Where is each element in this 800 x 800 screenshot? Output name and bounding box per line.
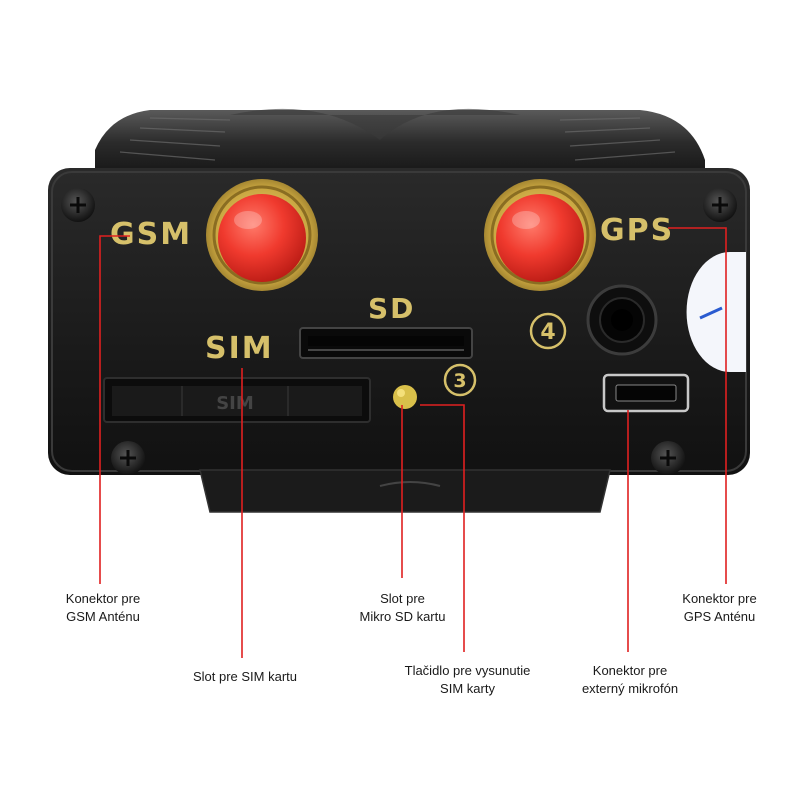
marker-4-icon: 4: [529, 312, 567, 350]
microphone-jack[interactable]: [586, 284, 658, 356]
callout-mic: Konektor pre externý mikrofón: [581, 663, 679, 696]
gps-label: GPS: [600, 213, 674, 248]
micro-sd-slot[interactable]: [299, 327, 473, 359]
svg-text:4: 4: [540, 320, 555, 345]
sd-label: SD: [368, 292, 415, 325]
housing-top: [95, 108, 705, 175]
callout-sd: Slot pre Mikro SD kartu: [359, 591, 446, 624]
leader-eject: [420, 404, 465, 652]
callout-eject: Tlačidlo pre vysunutie SIM karty: [404, 663, 531, 696]
callout-sim: Slot pre SIM kartu: [192, 669, 298, 684]
screw-icon: [703, 188, 737, 222]
marker-3-icon: 3: [443, 363, 477, 397]
leader-lines: [99, 227, 727, 658]
leader-gps: [668, 227, 727, 584]
sim-label: SIM: [205, 331, 274, 366]
callout-gsm: Konektor pre GSM Anténu: [65, 591, 141, 624]
sim-card-slot[interactable]: SIM: [103, 377, 371, 423]
leader-gsm: [99, 235, 130, 584]
screw-icon: [61, 188, 95, 222]
mounting-bracket: [199, 469, 611, 513]
sim-tray-label: SIM: [216, 393, 254, 414]
svg-text:3: 3: [453, 370, 466, 392]
usb-port[interactable]: [602, 373, 690, 413]
screw-icon: [651, 441, 685, 475]
gsm-label: GSM: [110, 217, 192, 252]
sim-eject-button[interactable]: [393, 385, 417, 409]
callout-gps: Konektor pre GPS Anténu: [682, 591, 757, 624]
gps-antenna-connector[interactable]: [484, 179, 596, 291]
screw-icon: [111, 441, 145, 475]
gsm-antenna-connector[interactable]: [206, 179, 318, 291]
